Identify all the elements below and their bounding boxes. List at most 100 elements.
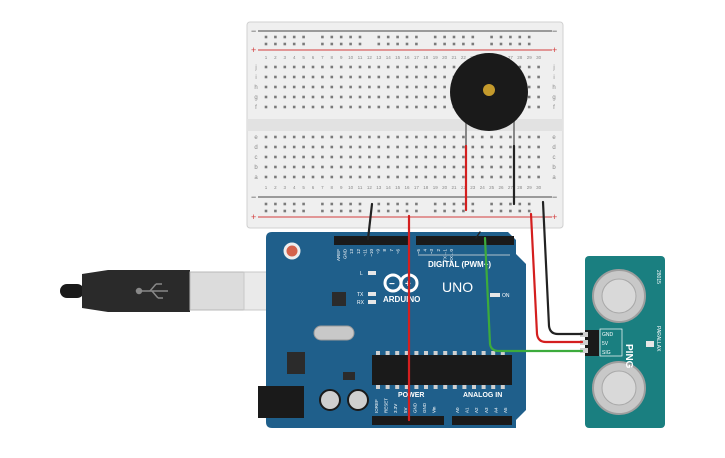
atmega-chip-pins (376, 351, 505, 389)
breadboard-hole (452, 65, 456, 69)
breadboard-hole (330, 65, 334, 69)
breadboard-hole (480, 145, 484, 149)
rail-hole (490, 35, 493, 39)
breadboard[interactable]: 1234567891011121314151617181920212223242… (246, 21, 564, 229)
wire-sensor-gnd[interactable] (541, 200, 584, 336)
column-label: 1 (265, 185, 268, 190)
ping-ultrasonic-sensor[interactable]: GND 5V SIG PING PARALLAX 28015 (580, 256, 665, 428)
rail-plus-label-br: + (552, 212, 557, 222)
column-label: 19 (433, 55, 439, 60)
column-label: 4 (293, 185, 296, 190)
breadboard-hole (283, 135, 287, 139)
row-label: i (553, 75, 554, 81)
column-label: 7 (321, 185, 324, 190)
wire-arduino-gnd[interactable] (366, 202, 374, 241)
breadboard-hole (452, 155, 456, 159)
breadboard-hole (330, 95, 334, 99)
rail-hole (405, 35, 409, 39)
dc-power-jack[interactable] (258, 386, 304, 418)
chip-pin (395, 351, 400, 355)
column-label: 6 (312, 55, 315, 60)
led-rx (368, 300, 376, 304)
breadboard-hole (405, 85, 409, 89)
power-label: POWER (398, 392, 424, 399)
led-tx-label: TX (357, 292, 364, 298)
capacitor-1 (319, 389, 341, 411)
header-digital (416, 236, 514, 245)
breadboard-hole (302, 65, 305, 69)
chip-pin (433, 385, 438, 389)
sensor-pin-sig[interactable] (580, 348, 588, 353)
rail-hole (349, 42, 352, 46)
breadboard-hole (377, 155, 381, 159)
sensor-pin-gnd[interactable] (580, 332, 588, 337)
breadboard-hole (415, 105, 418, 109)
rail-minus-label-br: − (552, 192, 557, 202)
rail-hole (358, 209, 362, 213)
breadboard-hole (537, 85, 540, 89)
breadboard-hole (311, 135, 315, 139)
wire-sensor-sig[interactable] (483, 236, 584, 353)
chip-pin (404, 351, 409, 355)
rail-hole (292, 35, 296, 39)
rail-hole (349, 209, 352, 213)
breadboard-hole (292, 65, 296, 69)
breadboard-hole (358, 95, 362, 99)
breadboard-hole (527, 65, 531, 69)
piezo-buzzer[interactable] (450, 53, 528, 146)
sensor-transducer-top-inner (601, 278, 637, 314)
pin-label: 5V (403, 407, 408, 413)
rail-hole (386, 42, 390, 46)
breadboard-hole (424, 135, 428, 139)
column-label: 29 (527, 185, 533, 190)
reset-button[interactable] (283, 242, 301, 260)
rail-hole (292, 42, 296, 46)
wire-sensor-5v[interactable] (529, 212, 584, 344)
breadboard-hole (443, 65, 446, 69)
sensor-pin-5v[interactable] (580, 340, 588, 345)
breadboard-center-channel (247, 119, 563, 131)
chip-pin (472, 351, 476, 355)
breadboard-hole (368, 165, 371, 169)
breadboard-hole (405, 175, 409, 179)
chip-pin (385, 351, 390, 355)
pin-label: A4 (493, 407, 498, 413)
breadboard-hole (537, 155, 540, 159)
rail-hole (292, 202, 296, 206)
breadboard-hole (302, 105, 305, 109)
pin-label: IOREF (374, 399, 379, 413)
breadboard-hole (302, 155, 305, 159)
breadboard-hole (274, 105, 277, 109)
led-rx-label: RX (357, 300, 365, 306)
pin-label: 7 (389, 249, 394, 252)
rail-hole (264, 35, 268, 39)
breadboard-hole (518, 165, 522, 169)
chip-pin (376, 385, 380, 389)
rail-hole (527, 209, 531, 213)
breadboard-hole (302, 165, 305, 169)
breadboard-hole (358, 175, 362, 179)
breadboard-hole (292, 145, 296, 149)
rail-hole (377, 35, 381, 39)
wire-pin-d3[interactable] (475, 231, 481, 239)
breadboard-hole (274, 95, 277, 99)
column-label: 15 (395, 185, 401, 190)
column-label: 6 (312, 185, 315, 190)
rail-hole (274, 42, 277, 46)
breadboard-hole (433, 145, 437, 149)
breadboard-hole (462, 175, 465, 179)
breadboard-hole (480, 175, 484, 179)
column-label: 17 (414, 185, 420, 190)
column-label: 4 (293, 55, 296, 60)
breadboard-hole (283, 85, 287, 89)
breadboard-hole (443, 85, 446, 89)
rail-hole (499, 209, 503, 213)
breadboard-hole (377, 65, 381, 69)
rail-hole (330, 202, 334, 206)
column-label: 12 (367, 185, 373, 190)
breadboard-hole (490, 165, 493, 169)
rail-hole (330, 35, 334, 39)
breadboard-hole (321, 165, 324, 169)
breadboard-hole (405, 135, 409, 139)
